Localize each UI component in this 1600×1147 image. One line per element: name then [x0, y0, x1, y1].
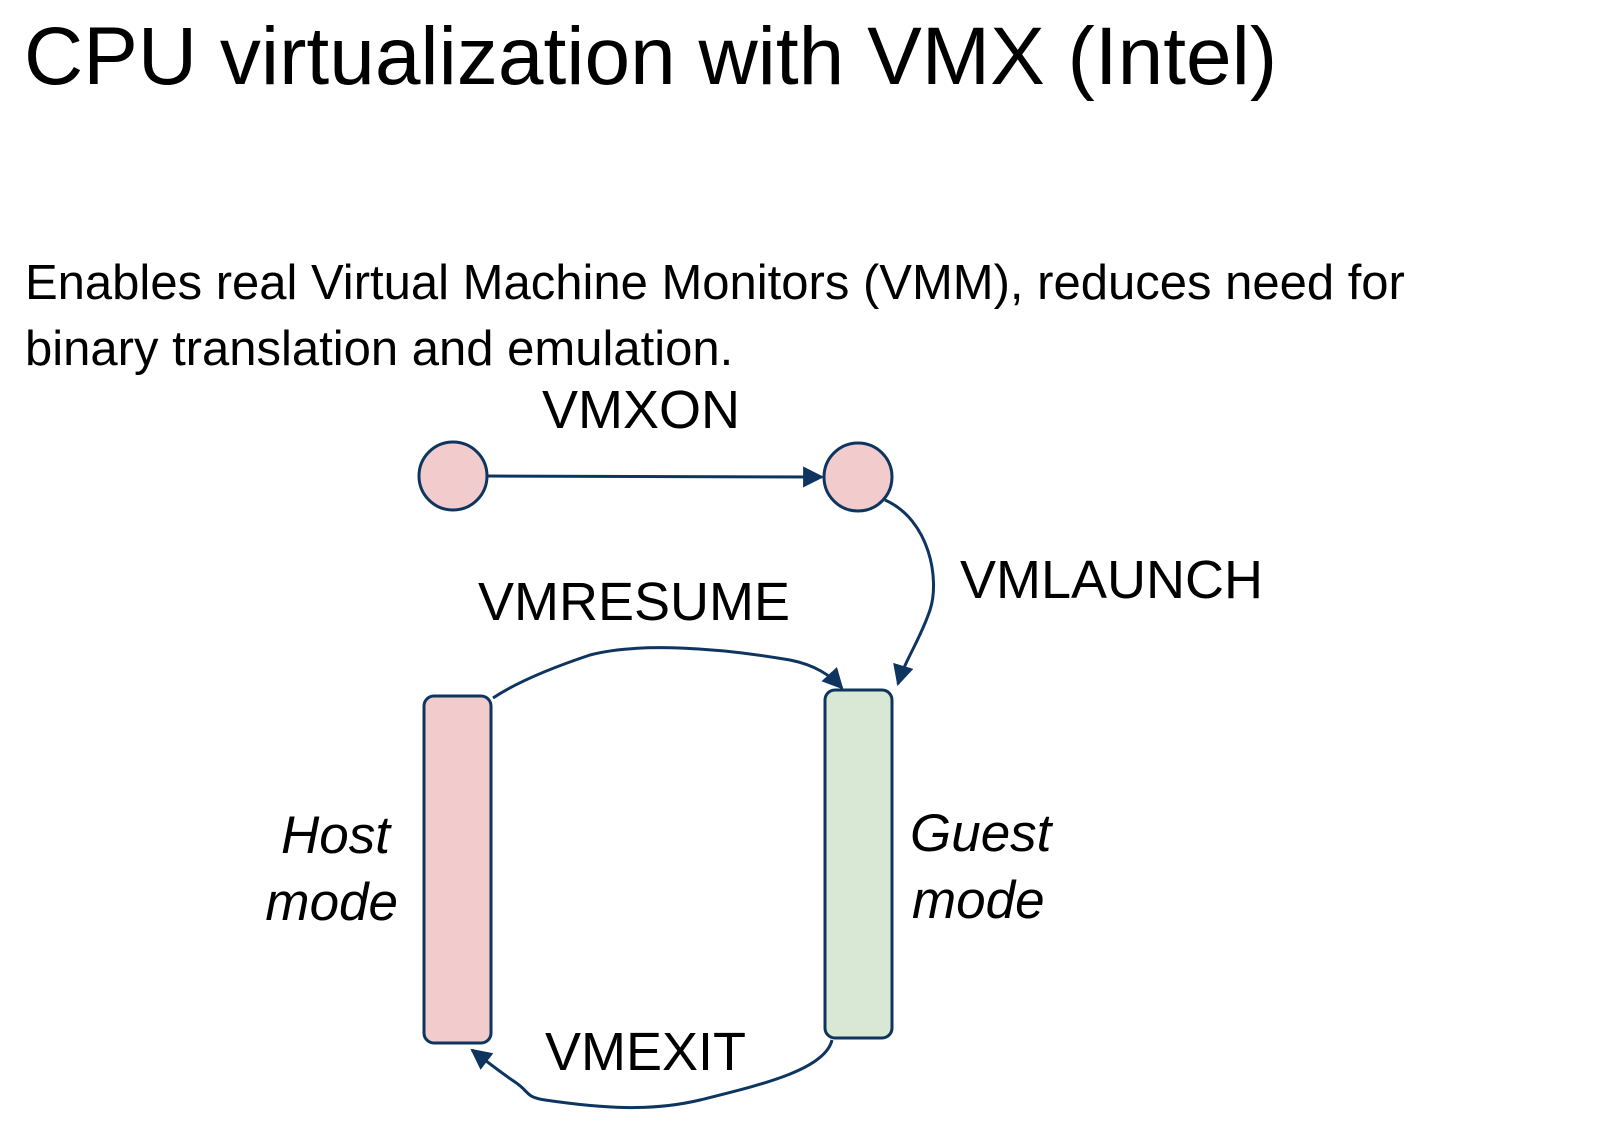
slide-title: CPU virtualization with VMX (Intel): [24, 11, 1278, 102]
initial-state-node: [417, 440, 489, 512]
vmxon-label: VMXON: [542, 380, 740, 440]
vmxon-arrow: [486, 466, 825, 488]
guest-mode-label-line2: mode: [912, 871, 1045, 930]
vmexit-label: VMEXIT: [545, 1022, 746, 1082]
host-mode-label-line2: mode: [265, 873, 398, 932]
vmresume-arrow: [492, 646, 844, 700]
host-mode-bar: [422, 694, 493, 1045]
vmresume-label: VMRESUME: [478, 572, 790, 632]
vmlaunch-arrow: [884, 498, 936, 687]
body-line-2: binary translation and emulation.: [25, 322, 734, 376]
guest-mode-label-line1: Guest: [910, 804, 1054, 863]
slide-body: Enables real Virtual Machine Monitors (V…: [25, 250, 1585, 382]
vmx-root-state-node: [822, 441, 894, 513]
vmlaunch-label: VMLAUNCH: [960, 550, 1263, 610]
vmexit-arrow: [470, 1039, 834, 1110]
host-mode-label-line1: Host: [281, 806, 392, 865]
guest-mode-bar: [823, 688, 894, 1040]
body-line-1: Enables real Virtual Machine Monitors (V…: [25, 256, 1405, 310]
